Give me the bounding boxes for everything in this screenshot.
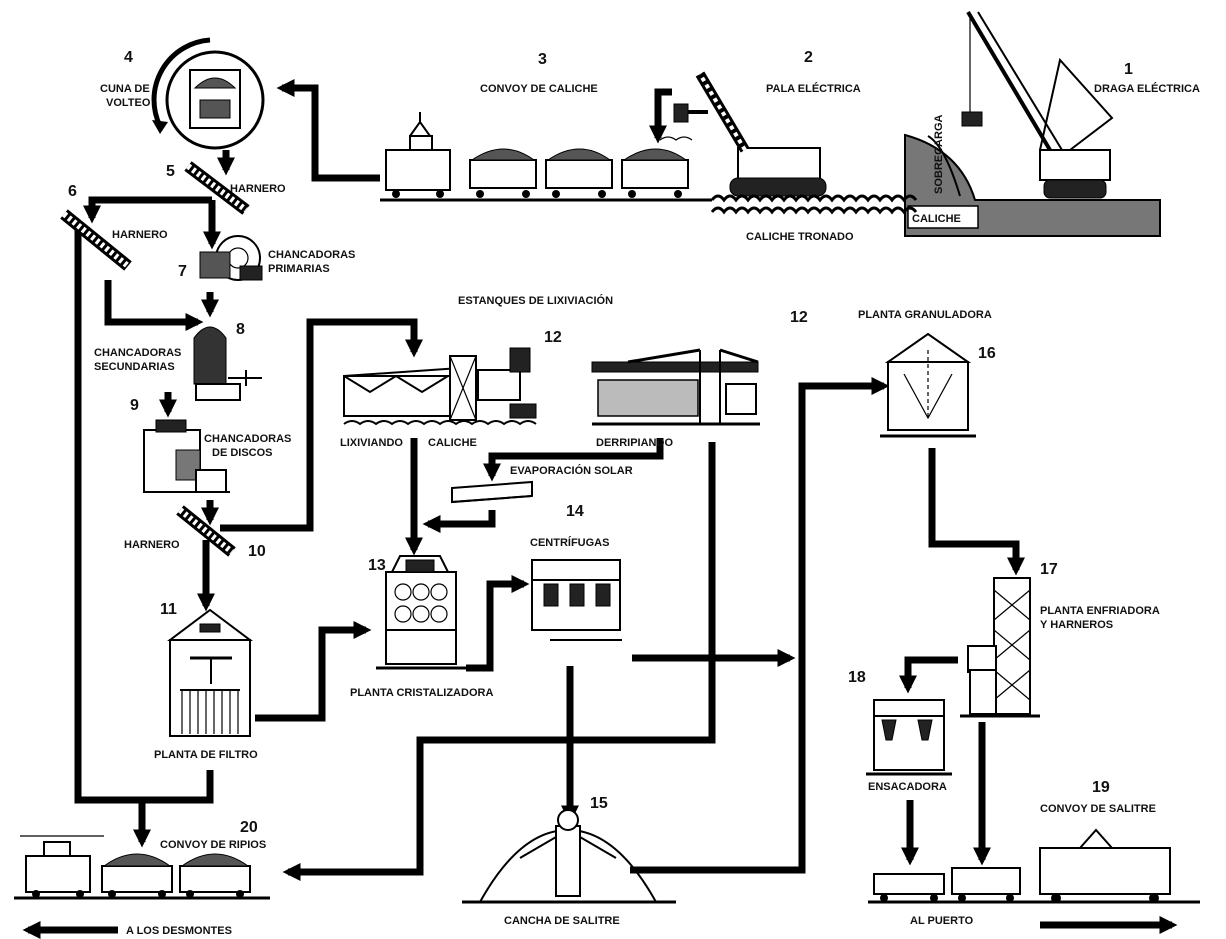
screen-5-icon bbox=[184, 161, 250, 215]
arrow-derripiando-to-ripios bbox=[282, 442, 716, 882]
stage-8-label-line2: SECUNDARIAS bbox=[94, 361, 175, 373]
arrow-evap-to-13 bbox=[422, 510, 496, 534]
salitre-convoy-icon bbox=[868, 828, 1200, 904]
stage-20-label: CONVOY DE RIPIOS bbox=[160, 839, 266, 851]
stage-4-number: 4 bbox=[124, 49, 133, 66]
tipping-cradle-icon bbox=[151, 37, 265, 150]
arrow-13-to-14 bbox=[466, 574, 530, 672]
leaching-tanks-icon bbox=[343, 347, 537, 426]
arrow-6-to-ripios bbox=[74, 228, 152, 848]
stage-12-label-line1: LIXIVIANDO bbox=[340, 437, 403, 449]
stage-12-title: ESTANQUES DE LIXIVIACIÓN bbox=[458, 294, 613, 307]
stage-20-number: 20 bbox=[240, 819, 258, 836]
screen-6-icon bbox=[60, 209, 132, 271]
stage-8-label-line1: CHANCADORAS bbox=[94, 347, 181, 359]
arrow-17-to-18 bbox=[898, 656, 958, 694]
centrifuges-icon bbox=[531, 559, 622, 641]
stage-12-number: 12 bbox=[544, 329, 562, 346]
stage-7-number: 7 bbox=[178, 263, 187, 280]
stage-12b-number: 12 bbox=[790, 309, 808, 326]
stage-6-number: 6 bbox=[68, 183, 77, 200]
stage-7-label-line2: PRIMARIAS bbox=[268, 263, 330, 275]
dragline-icon bbox=[904, 10, 1161, 237]
arrow-shovel-to-convoy bbox=[648, 88, 672, 144]
stage-17-number: 17 bbox=[1040, 561, 1058, 578]
stage-1-label: DRAGA ELÉCTRICA bbox=[1094, 82, 1200, 95]
evaporation-pond-icon bbox=[451, 480, 533, 504]
primary-crusher-icon bbox=[199, 235, 263, 281]
stage-14-number: 14 bbox=[566, 503, 584, 520]
flow-arrows bbox=[22, 78, 1178, 939]
stage-9-number: 9 bbox=[130, 397, 139, 414]
stage-18-number: 18 bbox=[848, 669, 866, 686]
derripiando-icon bbox=[591, 348, 760, 426]
filter-plant-icon bbox=[167, 608, 253, 737]
stage-3-label: CONVOY DE CALICHE bbox=[480, 83, 598, 95]
granulating-plant-icon bbox=[880, 332, 976, 438]
arrow-granuladora-to-17 bbox=[928, 448, 1026, 576]
stage-2-number: 2 bbox=[804, 49, 813, 66]
cooling-plant-icon bbox=[960, 577, 1040, 718]
stage-14-label: CENTRÍFUGAS bbox=[530, 536, 609, 549]
stage-15-label: CANCHA DE SALITRE bbox=[504, 915, 620, 927]
stage-5-label: HARNERO bbox=[230, 183, 286, 195]
stage-17-label-line1: PLANTA ENFRIADORA bbox=[1040, 605, 1160, 617]
stage-13-number: 13 bbox=[368, 557, 386, 574]
stage-4-label-line2: VOLTEO bbox=[106, 97, 151, 109]
a-los-desmontes-label: A LOS DESMONTES bbox=[126, 925, 232, 937]
stage-13-label: PLANTA CRISTALIZADORA bbox=[350, 687, 493, 699]
stage-4-label-line1: CUNA DE bbox=[100, 83, 150, 95]
caliche-label: CALICHE bbox=[912, 213, 961, 225]
stage-16-label: PLANTA GRANULADORA bbox=[858, 309, 992, 321]
sobrecarga-label: SOBRECARGA bbox=[933, 114, 945, 194]
stage-3-number: 3 bbox=[538, 51, 547, 68]
stage-11-number: 11 bbox=[160, 601, 177, 618]
arrow-derripiando-to-evap bbox=[482, 438, 664, 482]
arrow-filtro-to-13 bbox=[255, 620, 372, 722]
stage-6-label: HARNERO bbox=[112, 229, 168, 241]
disc-crusher-icon bbox=[143, 419, 230, 493]
stage-7-label-line1: CHANCADORAS bbox=[268, 249, 355, 261]
stage-10-number: 10 bbox=[248, 543, 266, 560]
ripios-convoy-icon bbox=[14, 835, 270, 900]
stage-2-label: PALA ELÉCTRICA bbox=[766, 82, 861, 95]
caliche-convoy-icon bbox=[380, 112, 712, 202]
secondary-crusher-icon bbox=[193, 326, 262, 401]
stage-15-number: 15 bbox=[590, 795, 608, 812]
salitre-yard-icon bbox=[462, 809, 676, 904]
stage-16-number: 16 bbox=[978, 345, 996, 362]
crystallizing-plant-icon bbox=[376, 555, 466, 670]
arrow-cancha-to-granuladora bbox=[630, 376, 890, 874]
screen-10-icon bbox=[176, 505, 236, 557]
stage-19-number: 19 bbox=[1092, 779, 1110, 796]
arrow-harnero6-to-chancadora8 bbox=[104, 280, 204, 332]
stage-10-label: HARNERO bbox=[124, 539, 180, 551]
stage-labels: 1 DRAGA ELÉCTRICA 2 PALA ELÉCTRICA 3 CON… bbox=[68, 49, 1200, 937]
caliche-tronado-label: CALICHE TRONADO bbox=[746, 231, 854, 243]
stage-9-label-line2: DE DISCOS bbox=[212, 447, 273, 459]
arrow-filtro-to-ripios bbox=[142, 770, 214, 804]
stage-18-label: ENSACADORA bbox=[868, 781, 947, 793]
stage-5-number: 5 bbox=[166, 163, 175, 180]
stage-12-label-line2: CALICHE bbox=[428, 437, 477, 449]
stage-8-number: 8 bbox=[236, 321, 245, 338]
electric-shovel-icon bbox=[659, 71, 918, 215]
stage-19-label: CONVOY DE SALITRE bbox=[1040, 803, 1156, 815]
stage-1-number: 1 bbox=[1124, 61, 1133, 78]
stage-17-label-line2: Y HARNEROS bbox=[1040, 619, 1113, 631]
stage-11-label: PLANTA DE FILTRO bbox=[154, 749, 258, 761]
stage-12b-label: DERRIPIANDO bbox=[596, 437, 673, 449]
arrow-10-to-lixiviacion bbox=[220, 318, 424, 532]
arrow-harnero5-to-harnero6 bbox=[82, 196, 212, 224]
stage-9-label-line1: CHANCADORAS bbox=[204, 433, 291, 445]
arrow-convoy-to-cuna bbox=[276, 78, 380, 182]
evaporacion-solar-label: EVAPORACIÓN SOLAR bbox=[510, 464, 633, 477]
bagging-plant-icon bbox=[866, 699, 952, 776]
al-puerto-label: AL PUERTO bbox=[910, 915, 974, 927]
